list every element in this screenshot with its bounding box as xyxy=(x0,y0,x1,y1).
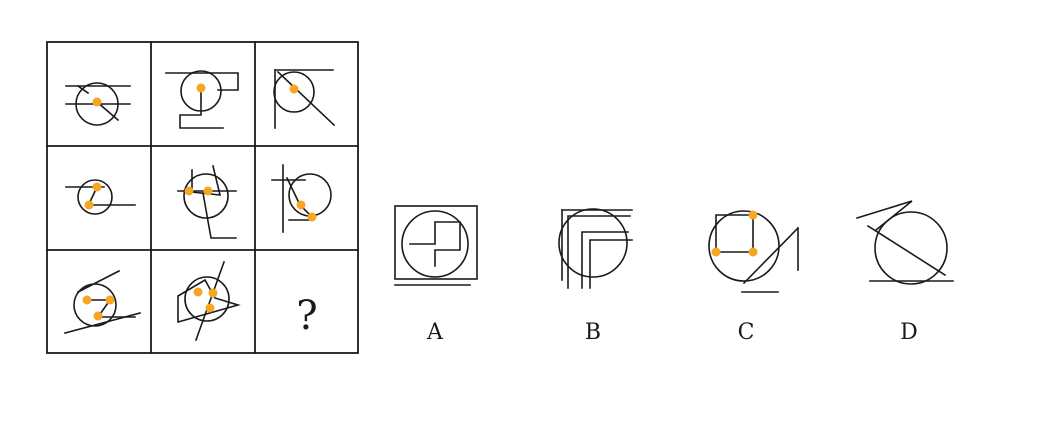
option-c-figure[interactable] xyxy=(708,210,800,293)
puzzle-grid xyxy=(46,41,359,354)
dot-r3c2-3 xyxy=(205,303,215,313)
cell-r1c1 xyxy=(65,82,131,126)
cell-r3c1 xyxy=(64,269,141,334)
option-a-label[interactable]: A xyxy=(426,320,444,345)
dot-r2c1-2 xyxy=(84,200,94,210)
cell-r3c2 xyxy=(177,260,241,342)
question-mark: ? xyxy=(296,293,317,339)
option-b-label[interactable]: B xyxy=(585,320,601,345)
dot-r3c2-1 xyxy=(193,287,203,297)
dot-r1c1-1 xyxy=(92,97,102,107)
dot-r2c1-1 xyxy=(92,182,102,192)
dot-option-c-1 xyxy=(748,210,758,220)
dot-option-c-3 xyxy=(748,247,758,257)
dot-r2c2-1 xyxy=(184,186,194,196)
dot-r3c2-2 xyxy=(208,288,218,298)
dot-r2c3-2 xyxy=(307,212,317,222)
dot-r3c1-3 xyxy=(93,311,103,321)
dot-r1c2-1 xyxy=(196,83,206,93)
dot-option-c-2 xyxy=(711,247,721,257)
dot-r3c1-1 xyxy=(82,295,92,305)
option-d-figure[interactable] xyxy=(855,200,954,285)
dot-r3c1-2 xyxy=(105,295,115,305)
option-b-figure[interactable] xyxy=(558,208,633,289)
cell-r1c3 xyxy=(273,69,336,129)
dot-r2c3-1 xyxy=(296,200,306,210)
cell-r2c2 xyxy=(177,165,237,239)
option-c-label[interactable]: C xyxy=(738,320,755,345)
option-d-label[interactable]: D xyxy=(900,320,918,345)
dot-r2c2-2 xyxy=(203,186,213,196)
cell-r1c2 xyxy=(165,70,239,129)
option-a-figure[interactable] xyxy=(394,205,478,286)
dot-r1c3-1 xyxy=(289,84,299,94)
cell-r2c3 xyxy=(271,164,332,233)
dots xyxy=(82,83,758,321)
